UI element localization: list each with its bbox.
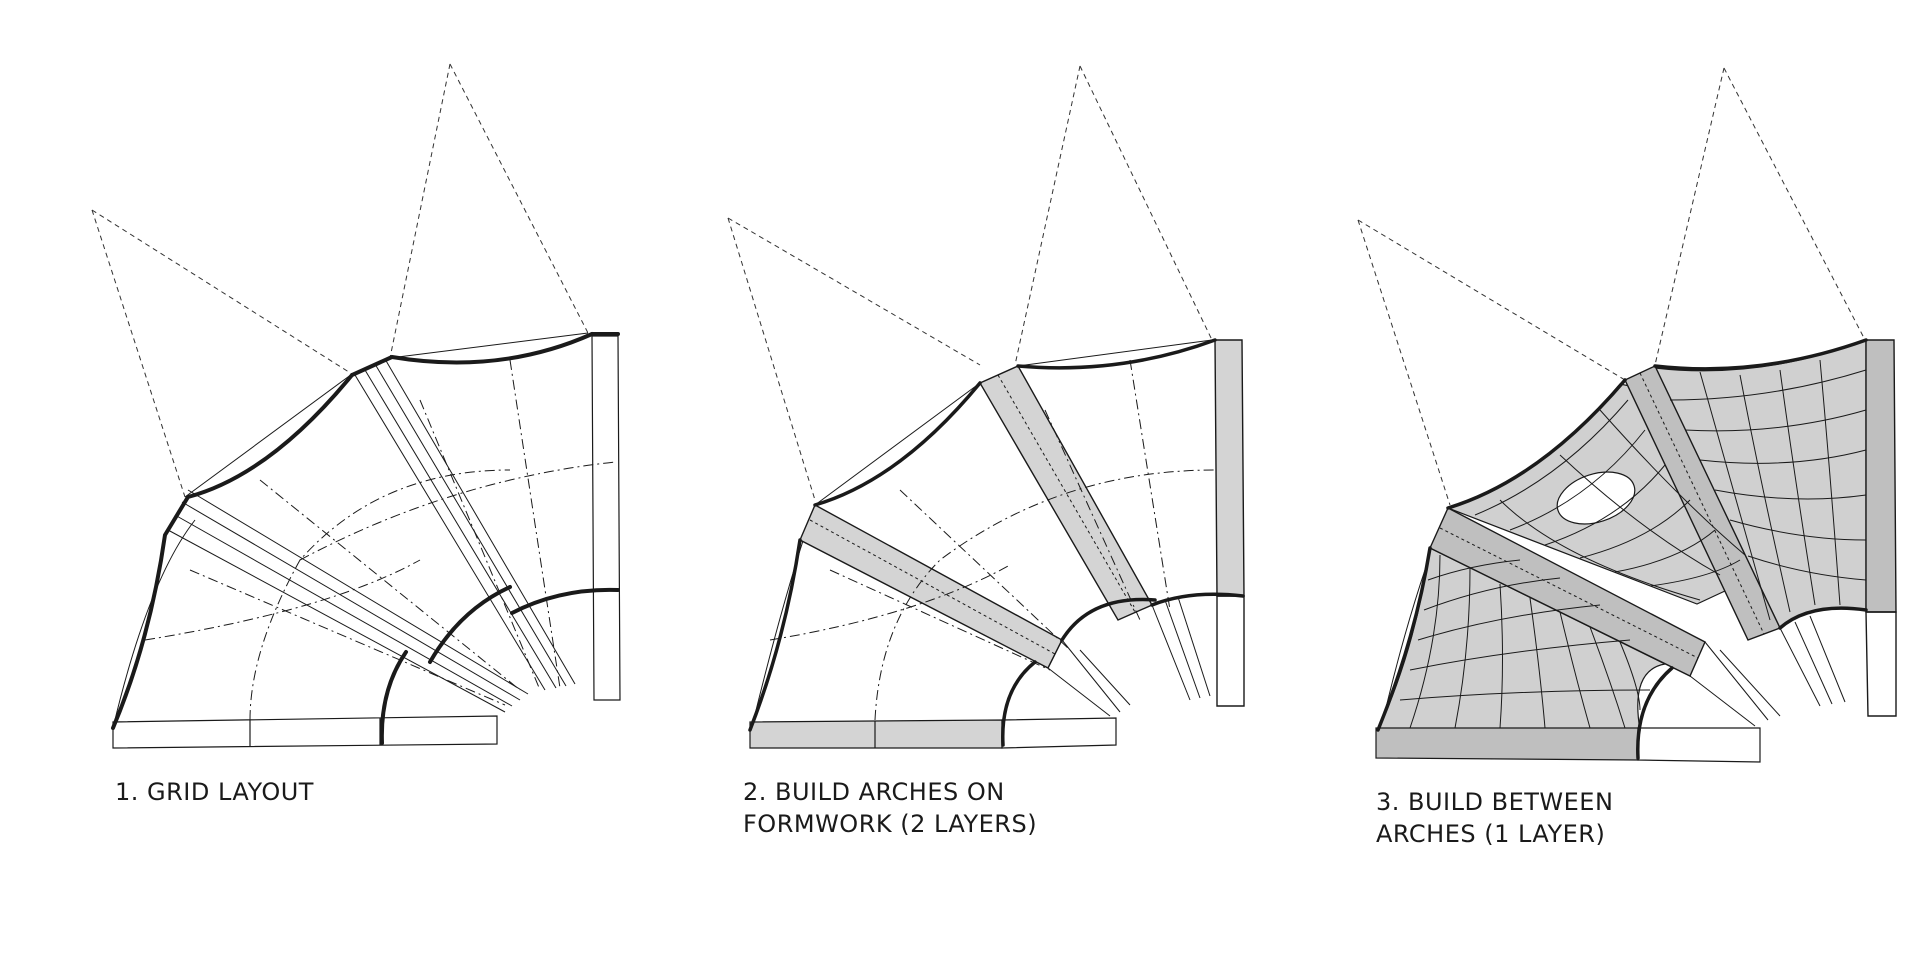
vault-mesh-lower bbox=[1399, 554, 1651, 729]
caption-step-3: 3. BUILD BETWEEN ARCHES (1 LAYER) bbox=[1376, 786, 1613, 850]
base-plate bbox=[749, 717, 1117, 749]
panel-between-arches bbox=[1357, 67, 1897, 763]
caption-line: FORMWORK (2 LAYERS) bbox=[743, 810, 1038, 838]
formwork-lines bbox=[1047, 596, 1211, 717]
vault-mesh-middle bbox=[1474, 399, 1746, 601]
arch-upper bbox=[979, 365, 1153, 621]
right-wall bbox=[1214, 339, 1245, 707]
outer-arcs bbox=[112, 332, 589, 729]
bold-arches bbox=[748, 338, 1245, 747]
right-wall bbox=[1865, 339, 1897, 717]
grid-lines bbox=[144, 359, 616, 721]
panel-grid-layout bbox=[91, 63, 621, 749]
grid-lines bbox=[769, 359, 1216, 721]
arch-lower bbox=[799, 504, 1063, 669]
projection-lines bbox=[91, 63, 589, 498]
base-plate bbox=[1375, 727, 1761, 763]
right-wall bbox=[591, 335, 621, 701]
vault-mesh-upper bbox=[1669, 359, 1867, 621]
caption-line: 2. BUILD ARCHES ON bbox=[743, 778, 1005, 806]
projection-lines bbox=[727, 65, 1213, 501]
caption-step-1: 1. GRID LAYOUT bbox=[115, 776, 314, 808]
caption-line: 3. BUILD BETWEEN bbox=[1376, 788, 1614, 816]
caption-line: 1. GRID LAYOUT bbox=[115, 778, 314, 806]
formwork-lines bbox=[1689, 615, 1846, 727]
caption-line: ARCHES (1 LAYER) bbox=[1376, 820, 1606, 848]
radial-ribs bbox=[167, 358, 576, 713]
caption-step-2: 2. BUILD ARCHES ON FORMWORK (2 LAYERS) bbox=[743, 776, 1037, 840]
base-plate bbox=[112, 715, 498, 749]
projection-lines bbox=[1357, 67, 1865, 506]
bold-arches bbox=[1376, 338, 1868, 760]
bold-arches bbox=[111, 332, 620, 745]
panel-arches-formwork bbox=[727, 65, 1245, 749]
